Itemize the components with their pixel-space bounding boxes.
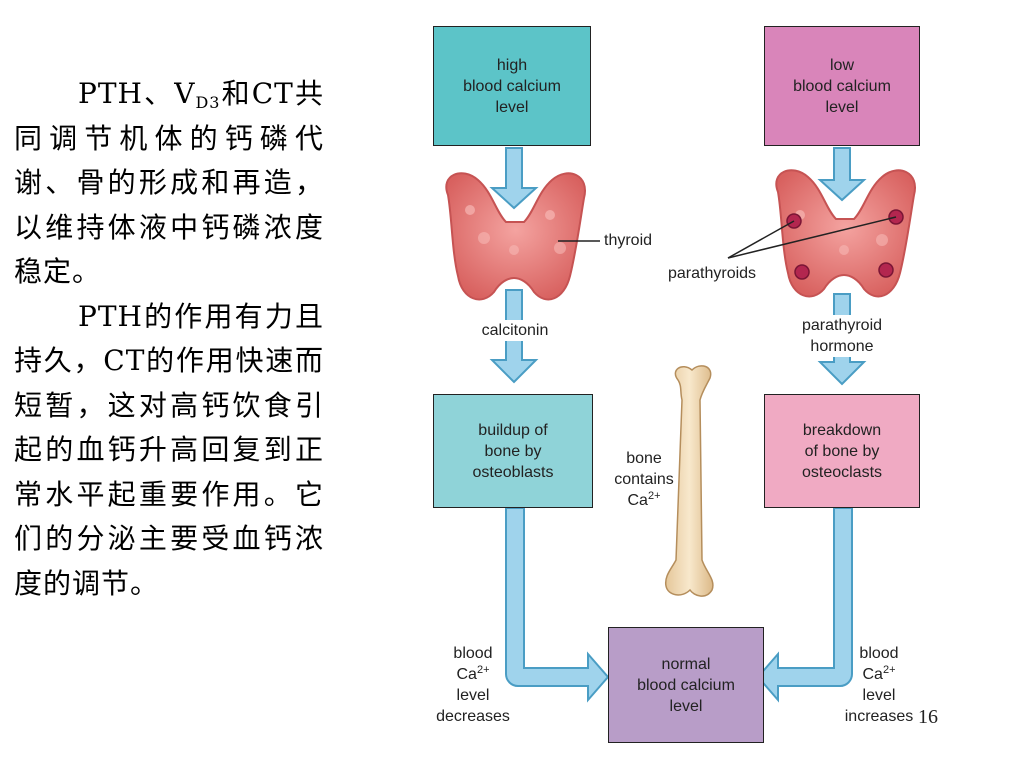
calcium-regulation-diagram: high blood calcium level low blood calci… [400, 0, 1024, 768]
calcium-increases-label: blood Ca2+ level increases [844, 645, 914, 725]
paragraph-1: PTH、VD3和CT共同调节机体的钙磷代谢、骨的形成和再造，以维持体液中钙磷浓度… [14, 77, 324, 288]
calcitonin-label: calcitonin [476, 320, 554, 341]
high-calcium-box: high blood calcium level [433, 26, 591, 146]
parathyroid-pointer-line [727, 220, 795, 259]
arrow-buildup-to-normal [505, 507, 610, 703]
thyroid-label: thyroid [604, 232, 653, 249]
parathyroid-gland [794, 264, 810, 280]
arrow-low-to-parathyroid [817, 147, 867, 202]
arrow-breakdown-to-normal [756, 507, 853, 703]
paragraph-2: PTH的作用有力且持久，CT的作用快速而短暂，这对高钙饮食引起的血钙升高回复到正… [14, 299, 324, 600]
diagram-graphics [445, 147, 917, 703]
parathyroids-label: parathyroids [668, 265, 757, 282]
bone-breakdown-box: breakdown of bone by osteoclasts [764, 394, 920, 508]
normal-calcium-box: normal blood calcium level [608, 627, 764, 743]
parathyroid-hormone-label: parathyroid hormone [796, 315, 888, 357]
text-panel: PTH、VD3和CT共同调节机体的钙磷代谢、骨的形成和再造，以维持体液中钙磷浓度… [14, 72, 324, 606]
arrow-high-to-thyroid [489, 147, 539, 210]
low-calcium-box: low blood calcium level [764, 26, 920, 146]
bone-buildup-box: buildup of bone by osteoblasts [433, 394, 593, 508]
parathyroid-pointer-line [727, 216, 897, 259]
bone-illustration [664, 365, 714, 597]
bone-contains-label: bone contains Ca2+ [614, 450, 674, 509]
calcium-decreases-label: blood Ca2+ level decreases [436, 645, 510, 725]
parathyroid-gland [878, 262, 894, 278]
page-number: 16 [918, 706, 938, 728]
thyroid-gland-left [445, 172, 587, 301]
